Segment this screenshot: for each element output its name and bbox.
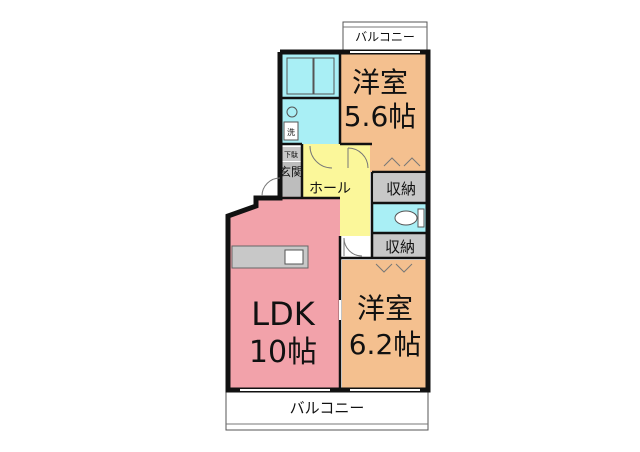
western-lower-name: 洋室 (357, 292, 413, 325)
windows (240, 51, 420, 391)
kitchen-sink-icon (284, 249, 304, 265)
storage-lower (372, 234, 428, 258)
balcony-bottom-label: バルコニー (290, 399, 365, 417)
western-lower-size: 6.2帖 (349, 328, 422, 361)
balcony-top-label: バルコニー (355, 30, 415, 44)
western-upper-name: 洋室 (352, 66, 408, 99)
ldk-size: 10帖 (249, 335, 317, 370)
toilet-icon (394, 210, 418, 226)
ldk-name: LDK (251, 295, 315, 333)
balcony-top: バルコニー (342, 21, 428, 53)
western-room-lower (342, 260, 428, 390)
hall-label: ホール (309, 181, 351, 197)
washer-icon (283, 121, 299, 141)
storage-lower-label: 収納 (385, 238, 415, 256)
entrance-label: 玄関 (279, 164, 303, 179)
western-upper-size: 5.6帖 (344, 100, 417, 133)
shoe-label: 下駄 (284, 150, 298, 159)
balcony-bottom: バルコニー (225, 391, 429, 431)
entrance (282, 162, 301, 198)
door-swings (261, 145, 421, 273)
storage-upper-label: 収納 (386, 180, 416, 198)
wash-label: 洗 (287, 127, 295, 137)
storage-upper (374, 174, 428, 202)
shoe-storage (281, 147, 302, 161)
sink-icon (286, 106, 298, 118)
ldk-room (230, 196, 340, 390)
bathroom (280, 52, 340, 98)
bathtub-icon (286, 57, 314, 95)
